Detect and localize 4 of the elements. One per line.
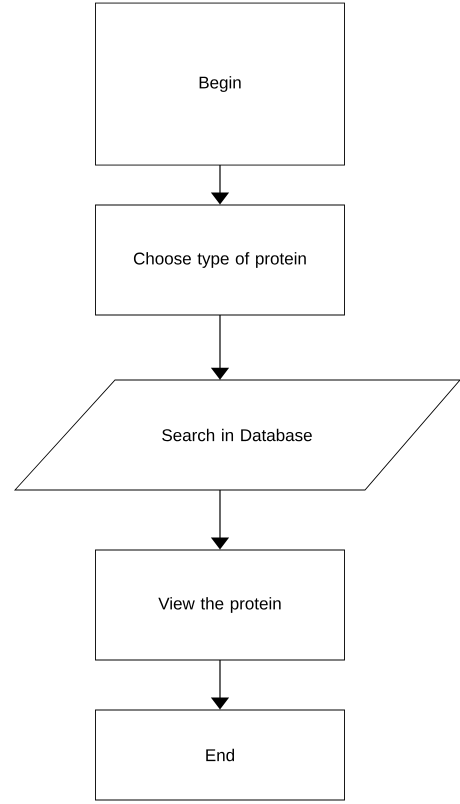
process-box: Choose type of protein: [95, 204, 345, 316]
process-box: View the protein: [95, 550, 345, 660]
process-box: Begin: [95, 2, 345, 166]
process-box: End: [95, 710, 345, 800]
